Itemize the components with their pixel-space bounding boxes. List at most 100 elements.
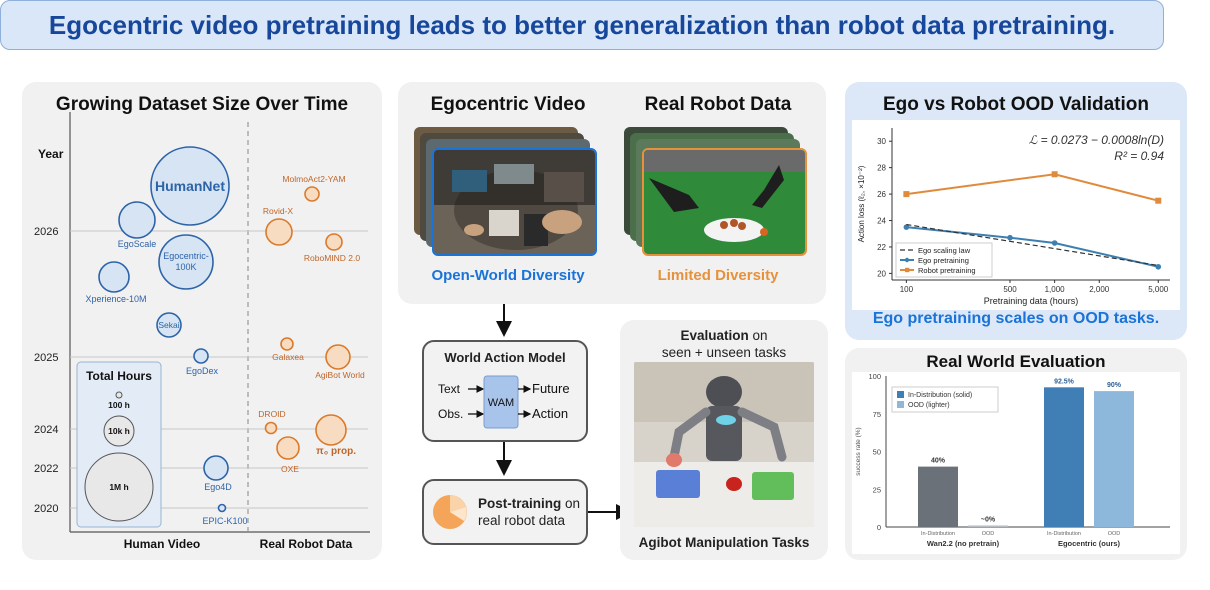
title-banner: Egocentric video pretraining leads to be… — [0, 0, 1164, 50]
wam-core-label: WAM — [488, 397, 514, 409]
bar-value-label: ~0% — [981, 516, 996, 523]
year-2022: 2022 — [34, 463, 58, 475]
y-tick-label: 30 — [877, 137, 886, 146]
bar-y-tick: 75 — [873, 410, 881, 419]
bubble-rovid-x — [265, 218, 293, 246]
bar-legend-label: In-Distribution (solid) — [908, 392, 972, 399]
wam-output-future: Future — [532, 381, 570, 396]
bubble-galaxea — [280, 337, 294, 351]
banner-title: Egocentric video pretraining leads to be… — [48, 9, 1116, 40]
legend-title: Total Hours — [86, 369, 152, 383]
bubble-ego4d — [203, 455, 229, 481]
y-axis-label: Action loss (ℓ₂, ×10⁻²) — [857, 165, 866, 242]
post-training-on: on — [561, 496, 581, 511]
bar-0-1 — [968, 525, 1008, 527]
bar-y-tick: 100 — [868, 372, 881, 381]
bubble-egodex — [193, 348, 209, 364]
bubble-robomind — [325, 233, 343, 251]
series-line-ego-scaling-law — [906, 223, 1159, 267]
bar-group-label: Wan2.2 (no pretrain) — [927, 539, 1000, 548]
bar-group-label: Egocentric (ours) — [1058, 539, 1121, 548]
post-training-text: Post-training on real robot data — [478, 495, 588, 529]
label-sekai: Sekai — [158, 320, 179, 330]
robot-caption: Limited Diversity — [657, 267, 779, 284]
xlabel-real-robot: Real Robot Data — [260, 537, 353, 551]
robot-point — [903, 191, 910, 198]
legend-circle-10kh — [103, 415, 135, 447]
label-xperience: Xperience-10M — [85, 294, 146, 304]
label-epic-k100: EPIC-K100 — [202, 516, 247, 526]
bubble-egoscale — [118, 201, 156, 239]
bubble-epic-k100 — [217, 503, 227, 513]
bubble-humannet — [150, 146, 230, 226]
bar-value-label: 40% — [931, 458, 946, 465]
xlabel-human-video: Human Video — [124, 537, 200, 551]
evaluation-caption: Agibot Manipulation Tasks — [638, 535, 810, 550]
bar-legend-label: OOD (lighter) — [908, 402, 950, 409]
ego-caption: Open-World Diversity — [431, 267, 585, 284]
robot-data-title: Real Robot Data — [644, 94, 792, 115]
legend-circle-1mh — [84, 452, 154, 522]
wam-output-action: Action — [532, 406, 568, 421]
label-rovid-x: Rovid-X — [263, 206, 294, 216]
dataset-growth-title: Growing Dataset Size Over Time — [55, 94, 349, 115]
bar-category-label: In-Distribution — [921, 531, 955, 537]
label-egodex: EgoDex — [186, 366, 219, 376]
label-egoscale: EgoScale — [118, 239, 157, 249]
bubble-oxe — [276, 436, 300, 460]
ego-point — [903, 224, 910, 230]
evaluation-line2: seen + unseen tasks — [661, 345, 787, 360]
wam-diagram: Text Obs. WAM Future Action — [438, 375, 570, 429]
agibot-photo — [634, 362, 814, 527]
ego-point — [1051, 240, 1058, 246]
bar-1-1 — [1094, 391, 1134, 527]
bar-y-label: success rate (%) — [855, 427, 862, 475]
bubble-agibot-world — [325, 344, 351, 370]
label-humannet: HumanNet — [155, 178, 225, 194]
legend-100h: 100 h — [108, 400, 130, 410]
bubble-droid — [264, 421, 278, 435]
bar-category-label: OOD — [1108, 531, 1121, 537]
ego-video-title: Egocentric Video — [430, 94, 586, 115]
label-ego4d: Ego4D — [204, 482, 232, 492]
bubble-egocentric-100k — [158, 234, 214, 290]
y-tick-label: 20 — [877, 269, 886, 278]
evaluation-on: on — [748, 328, 768, 343]
robot-frame-main — [642, 148, 807, 256]
ego-frame-main — [432, 148, 597, 256]
y-tick-label: 28 — [877, 164, 886, 173]
bar-1-0 — [1044, 387, 1084, 527]
year-label: Year — [38, 147, 64, 161]
legend-label: Ego pretraining — [918, 256, 969, 265]
bubble-sekai — [156, 312, 182, 338]
x-tick-label: 5,000 — [1148, 285, 1169, 294]
series-line-robot-pretraining — [906, 173, 1159, 202]
x-tick-label: 100 — [900, 285, 914, 294]
formula-line1: ℒ = 0.0273 − 0.0008ln(D) — [1029, 133, 1164, 147]
legend-marker — [905, 267, 910, 273]
real-world-eval-title: Real World Evaluation — [926, 352, 1106, 371]
label-galaxea: Galaxea — [272, 352, 304, 362]
ood-validation-title: Ego vs Robot OOD Validation — [882, 94, 1150, 115]
post-training-line2: real robot data — [478, 513, 566, 528]
ego-point — [1155, 263, 1162, 270]
evaluation-bold: Evaluation — [680, 328, 749, 343]
post-training-bold: Post-training — [478, 496, 562, 511]
legend-label: Robot pretraining — [918, 266, 976, 275]
x-tick-label: 500 — [1003, 285, 1017, 294]
bar-category-label: In-Distribution — [1047, 531, 1081, 537]
bar-value-label: 92.5% — [1054, 378, 1075, 385]
legend-label: Ego scaling law — [918, 246, 971, 255]
label-molmoact2: MolmoAct2-YAM — [282, 174, 345, 184]
ood-caption: Ego pretraining scales on OOD tasks. — [872, 310, 1160, 327]
label-pi0-prop: π₀ prop. — [316, 446, 356, 457]
year-2024: 2024 — [34, 424, 58, 436]
bar-legend-swatch — [897, 391, 904, 398]
wam-input-text: Text — [438, 382, 461, 396]
formula-line2: R² = 0.94 — [1114, 149, 1164, 163]
bar-0-0 — [918, 466, 958, 527]
pie-icon — [433, 495, 467, 529]
robot-point — [1051, 171, 1058, 178]
